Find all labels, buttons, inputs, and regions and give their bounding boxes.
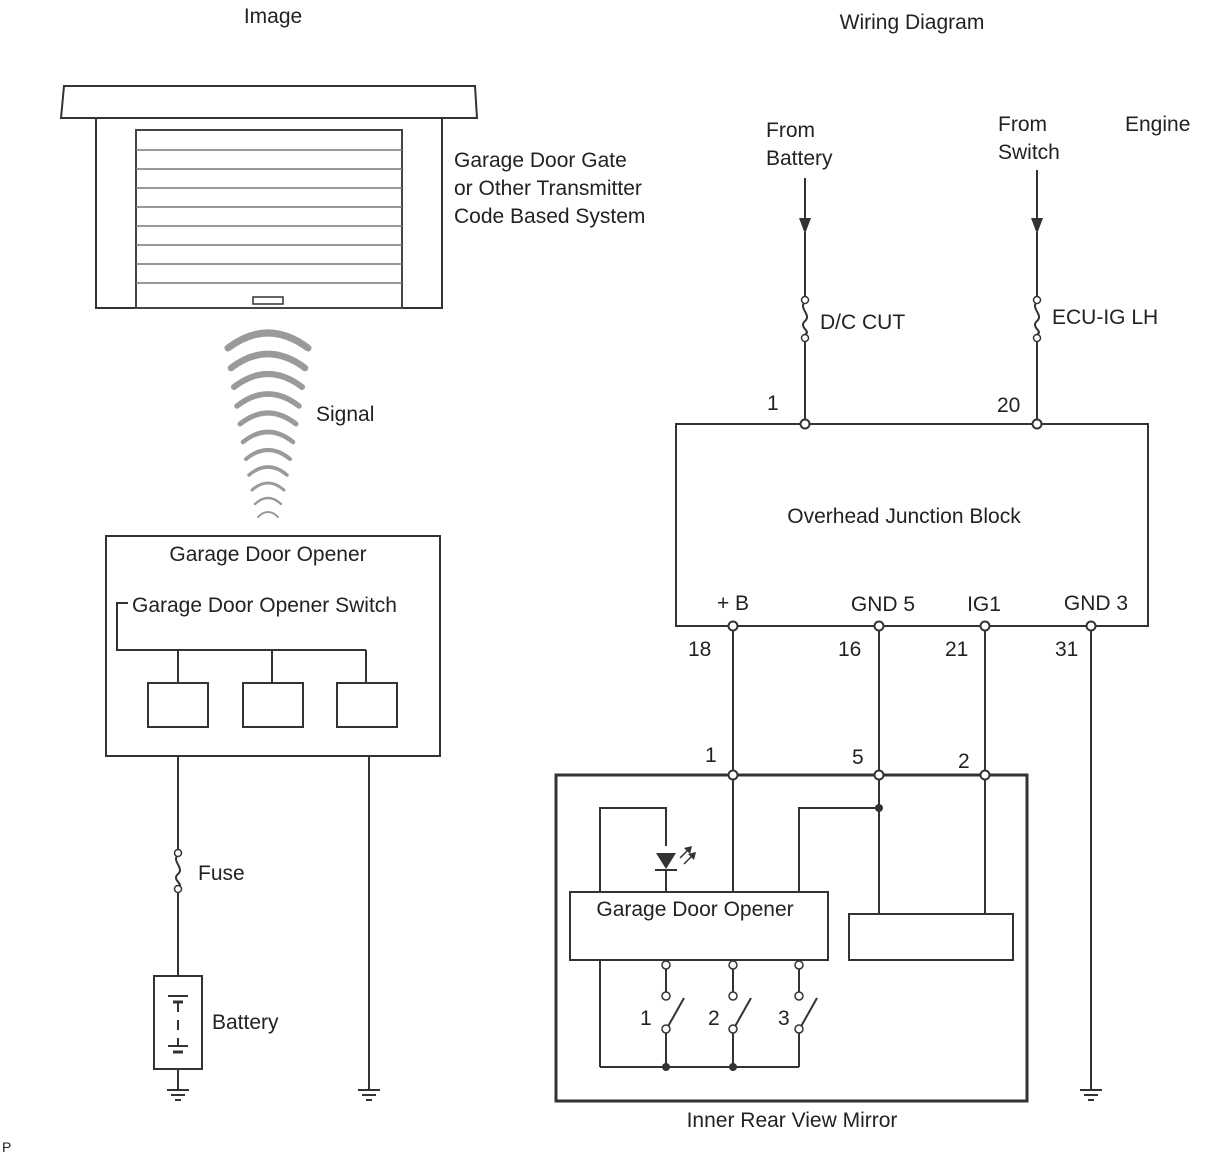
switch-contact	[661, 991, 671, 1001]
left-wiring	[175, 756, 370, 1090]
switch-contact	[728, 991, 738, 1001]
inner-rear-view-mirror-box	[554, 773, 1029, 1103]
jb-pin-name-ig1: IG1	[967, 593, 1001, 616]
fuse-terminal	[1032, 295, 1042, 305]
arrow-down-icon	[1031, 218, 1043, 234]
fuse-dc-cut-label: D/C CUT	[820, 311, 905, 334]
jb-terminal	[727, 620, 739, 632]
jb-pin-name-gnd5: GND 5	[851, 593, 915, 616]
switch-contact	[728, 1024, 738, 1034]
garage-door-opener-box	[105, 535, 441, 757]
switch-contact	[794, 991, 804, 1001]
wiring-diagram-heading: Wiring Diagram	[840, 11, 985, 34]
ground-symbol-battery	[166, 1089, 190, 1101]
jb-terminal	[1031, 418, 1043, 430]
opener-button-3	[336, 682, 398, 728]
opener-button-1	[147, 682, 209, 728]
jb-pin-name-gnd3: GND 3	[1064, 592, 1128, 615]
mirror-garage-door-opener	[569, 891, 829, 961]
from-battery-label: From Battery	[766, 119, 833, 170]
overhead-junction-block	[675, 423, 1149, 627]
battery-label: Battery	[212, 1011, 279, 1034]
jb-pin-31: 31	[1055, 638, 1078, 661]
ground-symbol-gnd3	[1079, 1089, 1103, 1101]
mirror-pin-5: 5	[852, 746, 864, 769]
mirror-terminal	[979, 769, 991, 781]
fuse-terminal	[800, 295, 810, 305]
mirror-internal-wiring	[599, 780, 986, 1068]
opener-output-contact	[661, 960, 671, 970]
engine-label: Engine	[1125, 113, 1190, 136]
mirror-pin-2: 2	[958, 750, 970, 773]
jb-pin-1: 1	[767, 392, 779, 415]
junction-block-label: Overhead Junction Block	[787, 505, 1021, 528]
arrow-down-icon	[799, 218, 811, 234]
opener-output-contact	[728, 960, 738, 970]
jb-pin-21: 21	[945, 638, 968, 661]
jb-terminal	[873, 620, 885, 632]
fuse-terminal	[1032, 333, 1042, 343]
fuse-terminal	[800, 333, 810, 343]
jb-terminal	[979, 620, 991, 632]
jb-to-mirror-wiring	[732, 626, 1092, 1090]
opener-switch-bracket	[116, 602, 367, 683]
garage-caption: Garage Door Gate or Other Transmitter Co…	[454, 149, 648, 228]
opener-title: Garage Door Opener	[169, 543, 366, 566]
footer-code: P	[2, 1139, 11, 1155]
jb-pin-16: 16	[838, 638, 861, 661]
junction-dot	[729, 1063, 737, 1071]
opener-output-contact	[794, 960, 804, 970]
opener-switch-label: Garage Door Opener Switch	[132, 594, 397, 617]
jb-terminal	[799, 418, 811, 430]
switch-contact	[794, 1024, 804, 1034]
jb-pin-name-b: + B	[717, 592, 749, 615]
mirror-opener-label: Garage Door Opener	[596, 898, 793, 921]
opener-button-2	[242, 682, 304, 728]
fuse-ecu-ig-label: ECU-IG LH	[1052, 306, 1158, 329]
signal-waves	[224, 329, 312, 518]
fuse-terminal-top	[173, 848, 183, 858]
led-icon	[655, 846, 696, 871]
switch-number-3: 3	[778, 1007, 790, 1030]
supply-wiring	[802, 170, 1040, 424]
switch-number-2: 2	[708, 1007, 720, 1030]
mirror-pin-1: 1	[705, 744, 717, 767]
switch-number-1: 1	[640, 1007, 652, 1030]
jb-pin-20: 20	[997, 394, 1020, 417]
junction-dot	[662, 1063, 670, 1071]
switch-contact	[661, 1024, 671, 1034]
image-heading: Image	[244, 5, 302, 28]
junction-dot	[875, 804, 883, 812]
door-handle	[252, 296, 284, 305]
signal-label: Signal	[316, 403, 374, 426]
battery-symbol	[153, 975, 203, 1070]
jb-pin-18: 18	[688, 638, 711, 661]
mirror-module-box	[848, 913, 1014, 961]
mirror-terminal	[727, 769, 739, 781]
from-switch-label: From Switch	[998, 113, 1060, 164]
jb-terminal	[1085, 620, 1097, 632]
ground-symbol-opener	[357, 1089, 381, 1101]
garage-illustration	[59, 85, 479, 309]
mirror-terminal	[873, 769, 885, 781]
fuse-label: Fuse	[198, 862, 245, 885]
fuse-terminal-bottom	[173, 884, 183, 894]
mirror-label: Inner Rear View Mirror	[687, 1109, 898, 1132]
